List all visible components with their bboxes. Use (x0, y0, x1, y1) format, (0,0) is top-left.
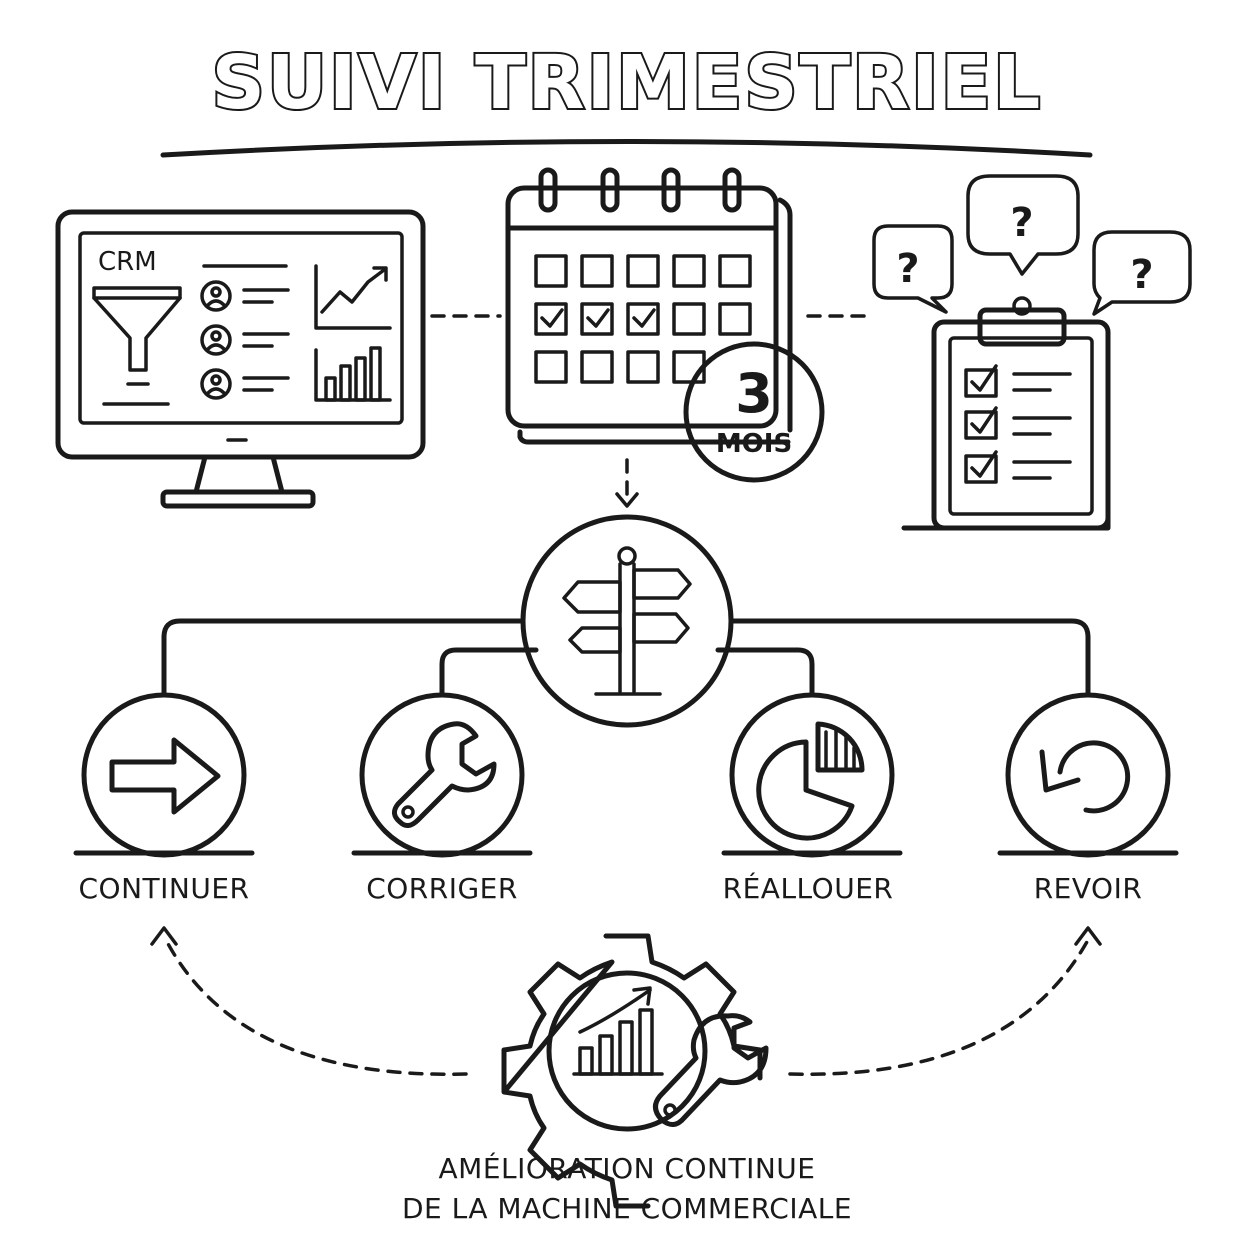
footer-line-1: AMÉLIORATION CONTINUE (439, 1151, 816, 1185)
pie-chart-icon (756, 721, 865, 841)
wrench-overlay-icon (653, 1013, 769, 1127)
feedback-loop-left (164, 938, 468, 1076)
question-bubble-left-icon: ? (872, 224, 954, 314)
svg-text:?: ? (896, 246, 919, 292)
funnel-icon (92, 286, 182, 406)
duration-unit: MOIS (716, 429, 792, 459)
contact-list-icon (200, 264, 290, 400)
option-continuer: CONTINUER (73, 692, 255, 905)
bar-chart-icon (314, 346, 392, 402)
arrow-down-icon (615, 492, 639, 508)
option-label: REVOIR (1034, 872, 1143, 905)
trend-chart-icon (314, 264, 392, 330)
option-label: CONTINUER (79, 872, 250, 905)
option-reallouer: RÉALLOUER (721, 692, 903, 905)
arrow-up-left-icon (150, 926, 178, 946)
page-title: SUIVI TRIMESTRIEL (212, 40, 1043, 126)
feedback-loop-right (788, 938, 1090, 1076)
footer-line-2: DE LA MACHINE COMMERCIALE (402, 1192, 852, 1225)
crm-monitor-icon: CRM (55, 209, 426, 509)
connector-decision-reallouer (715, 647, 815, 698)
option-corriger: CORRIGER (351, 692, 533, 905)
growth-chart-icon (572, 986, 664, 1076)
connector-decision-continuer (161, 618, 526, 698)
svg-text:?: ? (1130, 252, 1153, 298)
title-underline (160, 139, 1093, 158)
option-revoir: REVOIR (997, 692, 1179, 905)
signpost-icon (520, 514, 734, 728)
connector-decision-revoir (728, 618, 1091, 698)
undo-icon (1039, 740, 1131, 814)
connector-decision-corriger (439, 647, 539, 698)
arrow-right-icon (109, 737, 221, 815)
arrow-up-right-icon (1074, 926, 1102, 946)
option-label: RÉALLOUER (723, 871, 894, 905)
question-bubble-right-icon: ? (1092, 230, 1192, 316)
question-bubble-center-icon: ? (966, 174, 1080, 276)
duration-number: 3 (735, 362, 773, 425)
wrench-icon (392, 721, 497, 828)
option-label: CORRIGER (366, 872, 518, 905)
clipboard-icon (901, 296, 1111, 531)
crm-label: CRM (98, 247, 157, 277)
svg-text:?: ? (1010, 200, 1033, 246)
calendar-icon: 3 MOIS (505, 167, 825, 483)
